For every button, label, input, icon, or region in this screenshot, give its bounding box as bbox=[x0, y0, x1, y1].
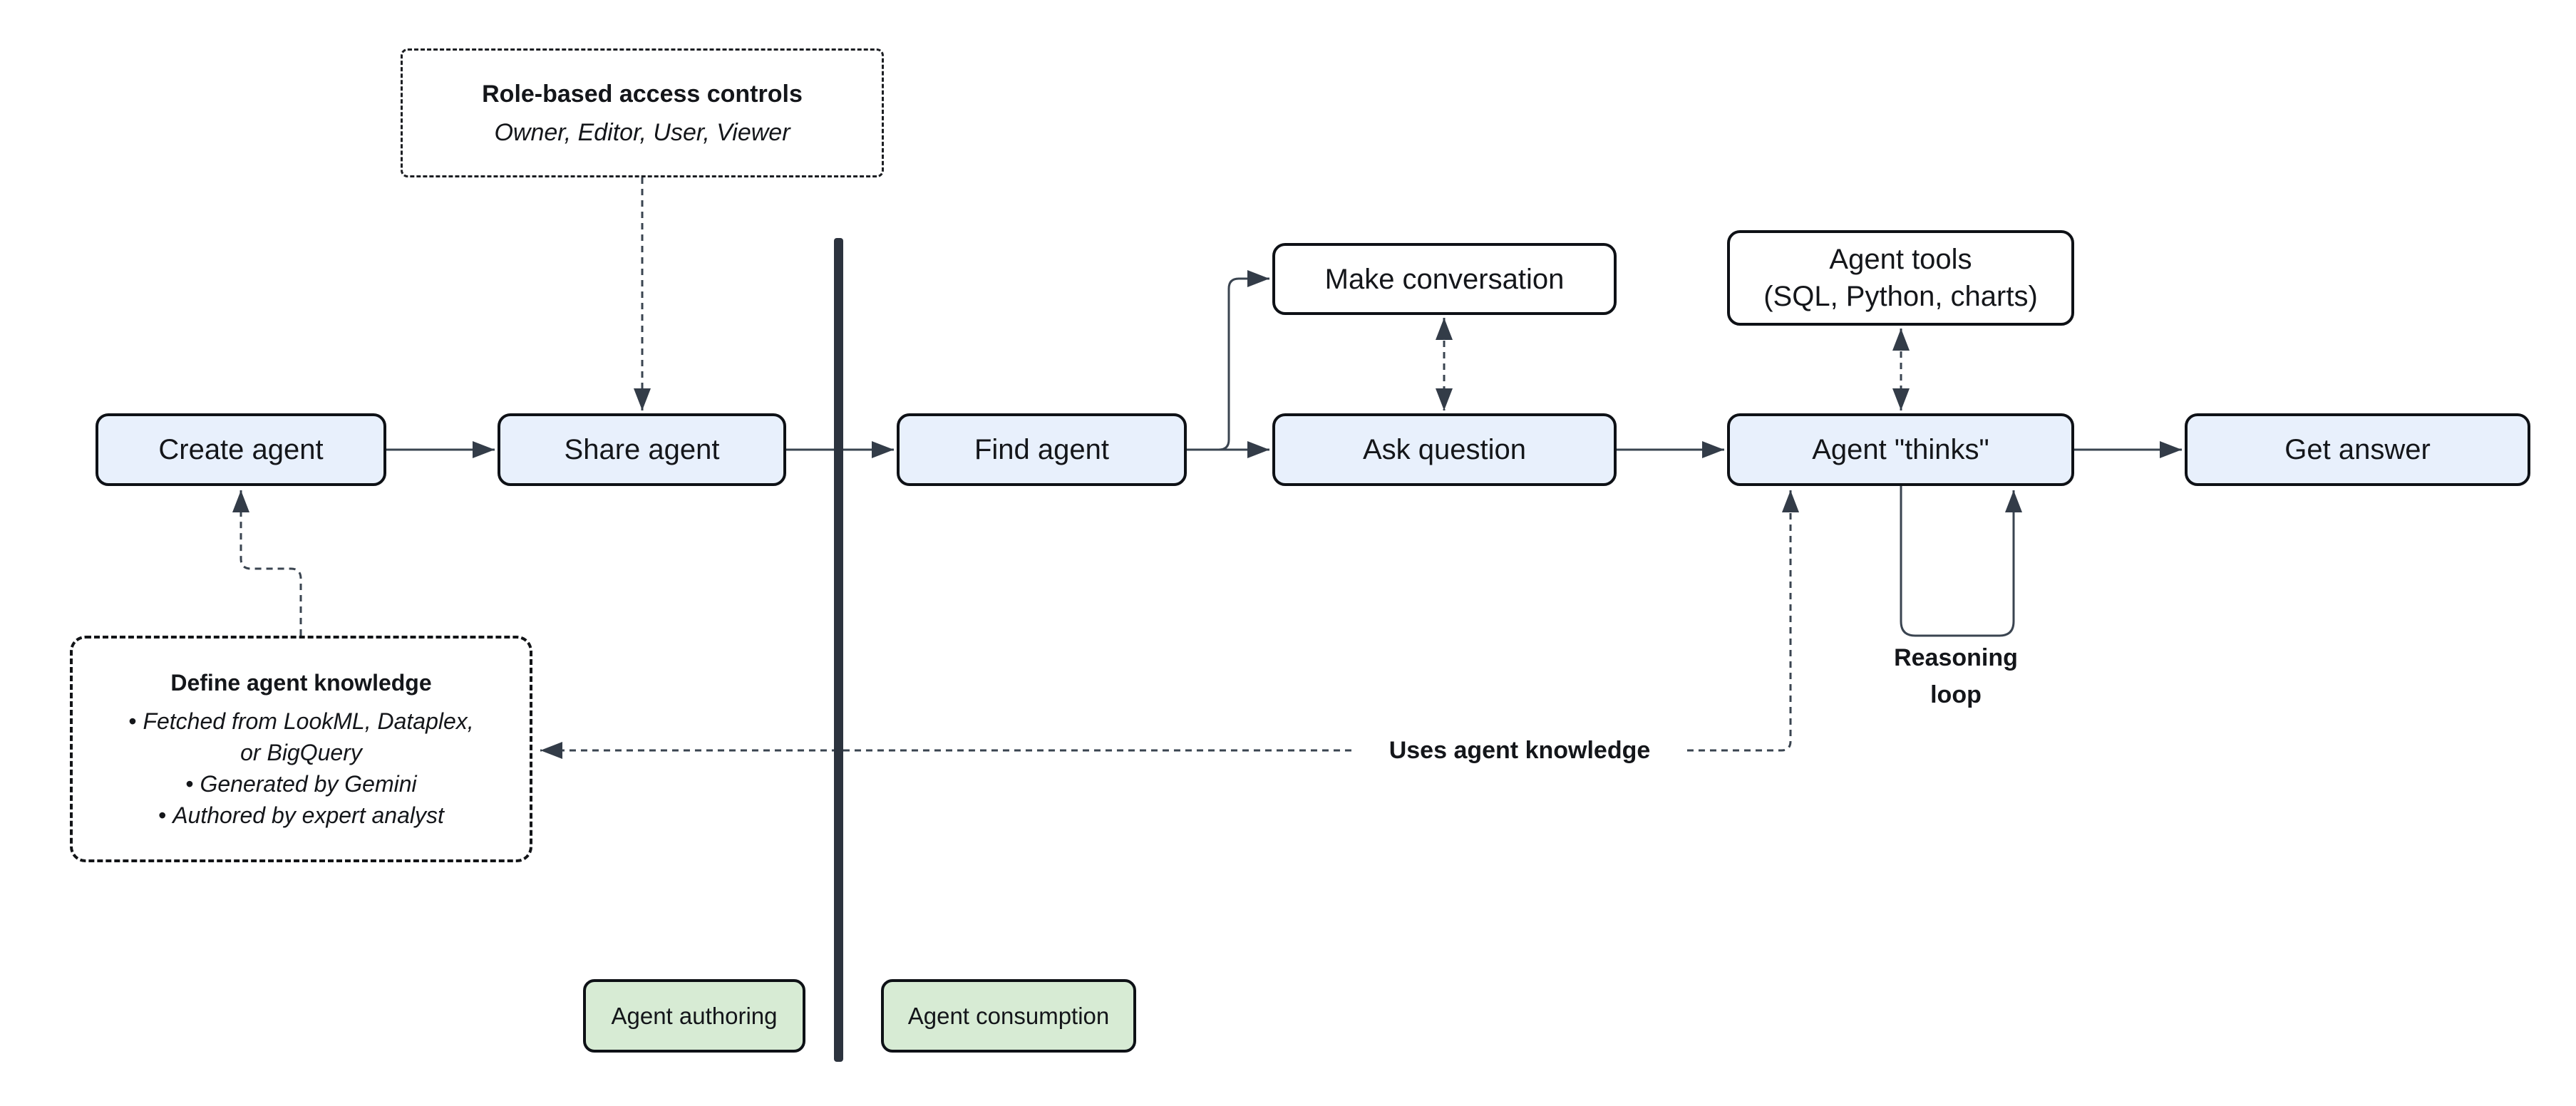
knowledge-title: Define agent knowledge bbox=[170, 670, 432, 696]
knowledge-annotation-box: Define agent knowledge Fetched from Look… bbox=[70, 636, 532, 862]
node-create-agent: Create agent bbox=[96, 413, 386, 486]
node-agent-tools-sublabel: (SQL, Python, charts) bbox=[1763, 281, 2038, 312]
rbac-roles: Owner, Editor, User, Viewer bbox=[494, 118, 790, 146]
node-get-answer-label: Get answer bbox=[2284, 434, 2431, 465]
zone-agent-authoring: Agent authoring bbox=[583, 979, 805, 1053]
knowledge-bullet: Authored by expert analyst bbox=[158, 800, 444, 831]
rbac-annotation-box: Role-based access controls Owner, Editor… bbox=[401, 48, 884, 177]
node-find-agent: Find agent bbox=[897, 413, 1187, 486]
node-agent-thinks-label: Agent "thinks" bbox=[1812, 434, 1989, 465]
reasoning-loop-line2: loop bbox=[1930, 681, 1982, 708]
knowledge-bullet: Fetched from LookML, Dataplex, or BigQue… bbox=[128, 706, 473, 768]
node-agent-tools: Agent tools (SQL, Python, charts) bbox=[1727, 230, 2074, 326]
rbac-title: Role-based access controls bbox=[482, 80, 803, 108]
node-make-conversation: Make conversation bbox=[1272, 243, 1617, 315]
node-share-agent-label: Share agent bbox=[564, 434, 720, 465]
uses-agent-knowledge-label: Uses agent knowledge bbox=[1356, 733, 1684, 768]
node-create-agent-label: Create agent bbox=[158, 434, 324, 465]
knowledge-bullet-line: Fetched from LookML, Dataplex, bbox=[128, 706, 473, 737]
node-ask-question-label: Ask question bbox=[1362, 434, 1527, 465]
node-ask-question: Ask question bbox=[1272, 413, 1617, 486]
uses-agent-knowledge-text: Uses agent knowledge bbox=[1389, 737, 1651, 764]
reasoning-loop-line1: Reasoning bbox=[1894, 644, 2018, 671]
node-get-answer: Get answer bbox=[2185, 413, 2530, 486]
authoring-consumption-divider bbox=[834, 238, 843, 1062]
edge-reasoning-loop bbox=[1900, 486, 2022, 637]
zone-agent-authoring-label: Agent authoring bbox=[611, 1002, 778, 1029]
knowledge-bullet-line: or BigQuery bbox=[240, 740, 362, 765]
knowledge-bullet: Generated by Gemini bbox=[185, 768, 416, 800]
knowledge-bullet-line: Authored by expert analyst bbox=[158, 800, 444, 831]
edge-find-to-make-conversation bbox=[1187, 270, 1269, 451]
edge-uses-knowledge bbox=[540, 490, 1799, 759]
knowledge-bullet-line: Generated by Gemini bbox=[185, 768, 416, 800]
zone-agent-consumption: Agent consumption bbox=[881, 979, 1136, 1053]
zone-agent-consumption-label: Agent consumption bbox=[907, 1002, 1110, 1029]
node-agent-thinks: Agent "thinks" bbox=[1727, 413, 2074, 486]
node-agent-tools-label: Agent tools bbox=[1829, 244, 1972, 275]
node-make-conversation-label: Make conversation bbox=[1324, 263, 1565, 295]
node-share-agent: Share agent bbox=[498, 413, 786, 486]
edge-knowledge-to-create bbox=[232, 490, 302, 636]
node-find-agent-label: Find agent bbox=[974, 434, 1110, 465]
reasoning-loop-label: Reasoning loop bbox=[1828, 639, 2084, 713]
